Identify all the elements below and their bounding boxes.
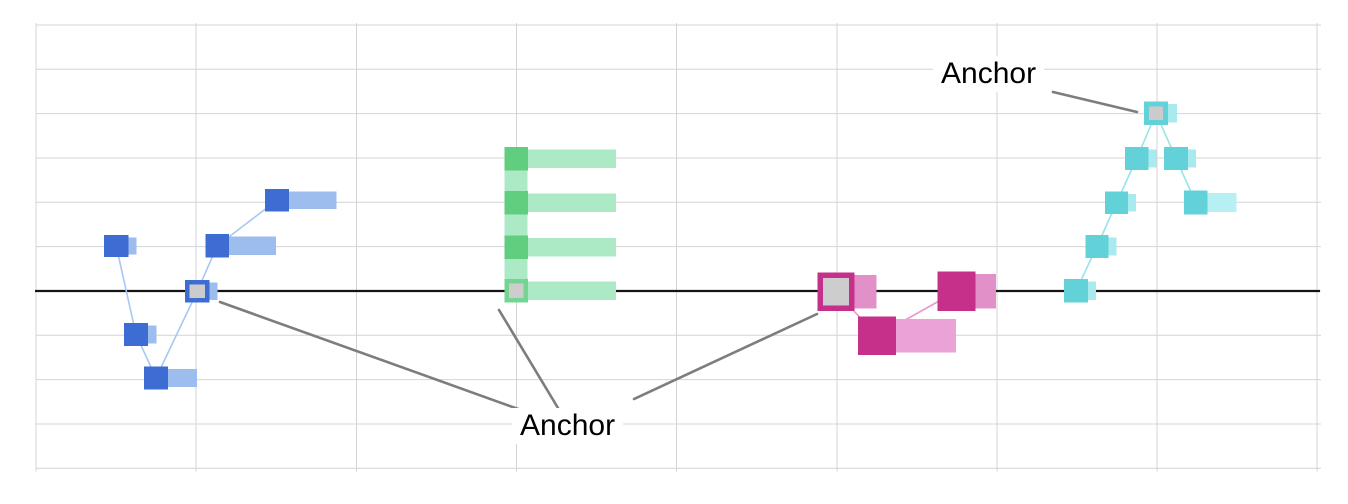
marker-bar — [168, 369, 197, 387]
anchor-label-bottom: Anchor — [512, 408, 624, 444]
cluster-blue — [104, 189, 337, 390]
marker-bar — [1188, 149, 1196, 168]
marker-square — [144, 366, 168, 390]
connector-strip — [504, 147, 528, 303]
marker-bar — [1128, 194, 1136, 212]
marker-bar — [528, 149, 616, 168]
marker-square — [504, 235, 528, 259]
marker-bar — [209, 282, 218, 300]
marker-square — [858, 316, 896, 355]
anchor-marker — [185, 280, 210, 303]
marker-square — [504, 147, 528, 171]
marker-square — [265, 189, 289, 212]
marker-square — [1085, 235, 1109, 258]
leader-line — [632, 312, 819, 401]
marker-square — [1125, 147, 1149, 170]
anchor-label-top: Anchor — [933, 56, 1045, 92]
marker-square — [205, 234, 229, 258]
leader-line — [1051, 90, 1139, 114]
cluster-teal — [1064, 101, 1237, 303]
marker-bar — [528, 238, 616, 257]
marker-square — [124, 323, 148, 346]
marker-bar — [128, 237, 137, 255]
marker-bar — [1168, 104, 1177, 123]
marker-square — [1164, 147, 1188, 170]
marker-bar — [854, 275, 877, 309]
marker-bar — [229, 236, 276, 255]
marker-bar — [528, 281, 616, 300]
marker-square — [937, 271, 976, 311]
marker-square — [1184, 190, 1208, 215]
cluster-green — [504, 147, 616, 303]
anchor-marker — [504, 279, 528, 303]
anchor-marker — [817, 272, 855, 311]
leader-line — [497, 308, 560, 410]
marker-bar — [1108, 237, 1117, 256]
marker-square — [104, 235, 129, 257]
marker-bar — [528, 193, 616, 212]
cluster-pink — [817, 271, 996, 355]
leader-line — [218, 300, 523, 412]
marker-bar — [148, 325, 157, 344]
marker-bar — [1148, 149, 1157, 168]
marker-square — [1064, 279, 1088, 303]
marker-square — [1105, 191, 1128, 214]
marker-square — [504, 191, 528, 215]
marker-bar — [975, 274, 996, 309]
marker-bar — [1088, 281, 1096, 300]
marker-bar — [289, 191, 337, 209]
marker-bar — [1207, 193, 1237, 212]
anchor-marker — [1144, 101, 1168, 125]
marker-bar — [896, 319, 956, 353]
